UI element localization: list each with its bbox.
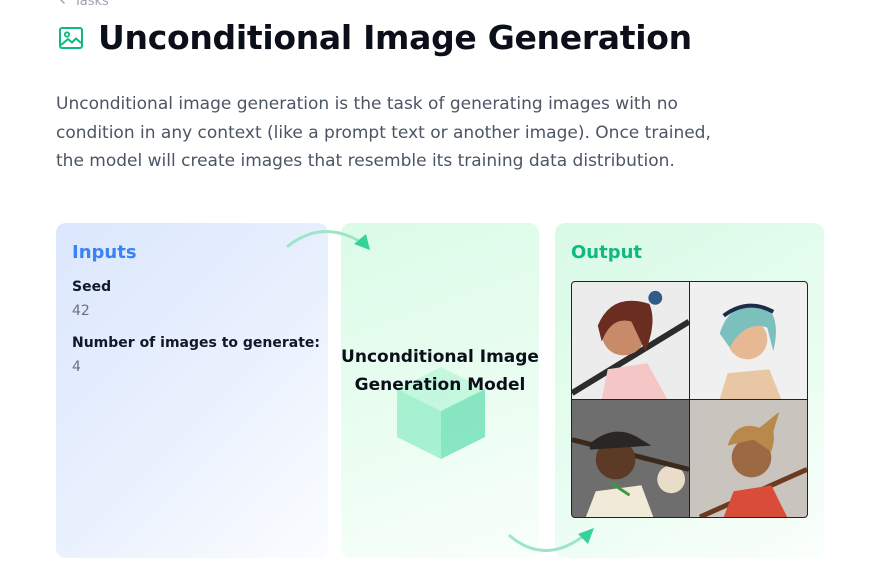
breadcrumb-label[interactable]: Tasks: [74, 0, 109, 9]
output-panel: Output: [555, 223, 824, 558]
output-image-grid: [571, 281, 808, 518]
seed-value: 42: [72, 303, 90, 319]
inputs-panel: Inputs Seed 42 Number of images to gener…: [56, 223, 328, 558]
num-images-value: 4: [72, 359, 81, 375]
page-title: Unconditional Image Generation: [98, 18, 692, 57]
seed-label: Seed: [72, 279, 112, 295]
output-heading: Output: [571, 242, 643, 263]
arrow-icon: [508, 528, 594, 552]
breadcrumb[interactable]: Tasks: [58, 0, 109, 9]
output-image: [690, 400, 807, 517]
image-icon: [58, 25, 84, 51]
arrow-icon: [286, 230, 370, 250]
model-panel: Unconditional Image Generation Model: [341, 223, 539, 558]
num-images-label: Number of images to generate:: [72, 335, 321, 351]
model-label: Unconditional Image Generation Model: [341, 347, 539, 395]
output-image: [572, 400, 689, 517]
output-image: [690, 282, 807, 399]
output-image: [572, 282, 689, 399]
cube-icon: [393, 363, 489, 463]
title-row: Unconditional Image Generation: [58, 18, 692, 57]
page-description: Unconditional image generation is the ta…: [56, 94, 711, 171]
inputs-heading: Inputs: [72, 242, 137, 263]
chevron-left-icon: [58, 0, 68, 9]
